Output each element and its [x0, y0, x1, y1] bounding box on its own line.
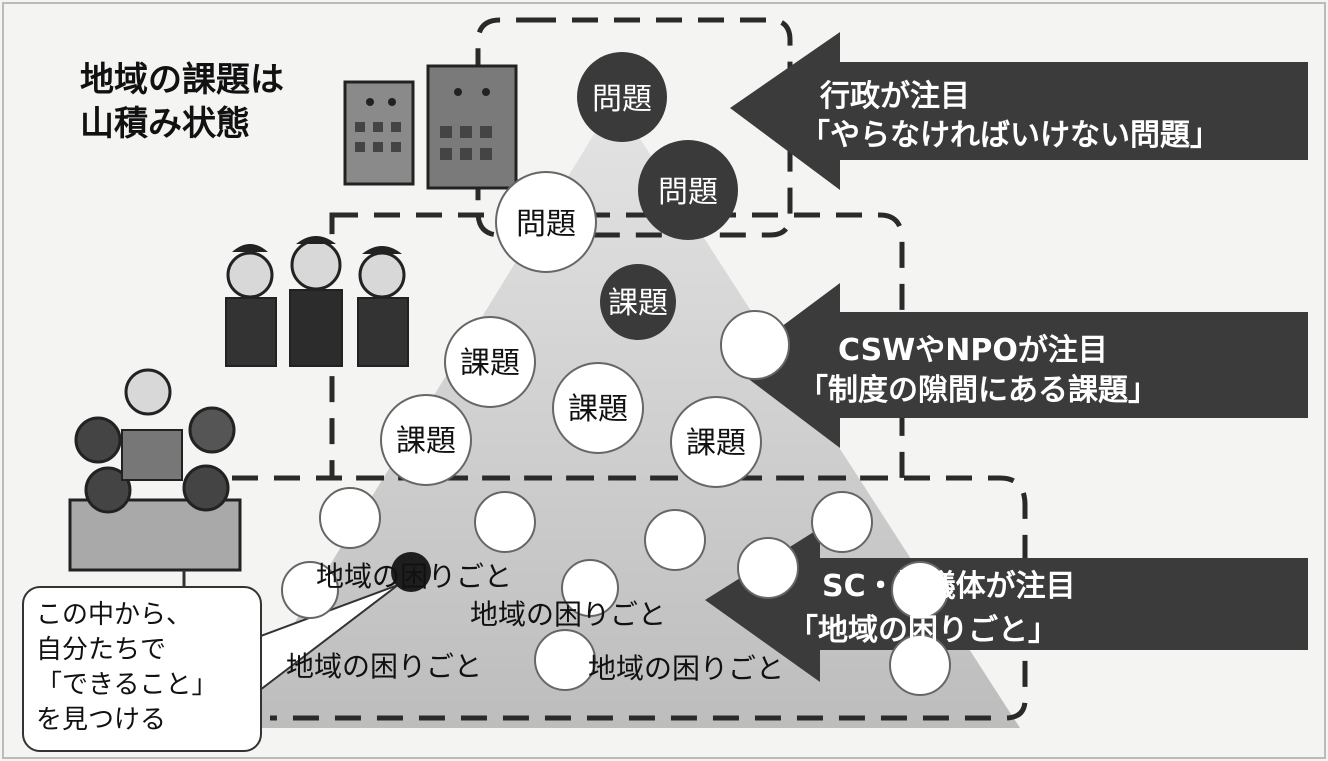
- kadai-circle: 課題: [444, 316, 536, 408]
- kadai-circle: 課題: [380, 394, 472, 486]
- arrow-sc: [705, 528, 1308, 682]
- kadai-label: 課題: [460, 346, 520, 381]
- kadai-circle: 課題: [670, 396, 762, 488]
- komarigoto-dark-circle: [391, 552, 431, 592]
- mondai-label: 問題: [516, 207, 576, 242]
- komarigoto-label: 地域の困りごと: [588, 652, 784, 685]
- arrow-administration-line2: 「やらなければいけない問題」: [800, 118, 1220, 153]
- kadai-label: 課題: [568, 392, 628, 427]
- mondai-circle: 問題: [577, 52, 667, 142]
- mondai-circle: 問題: [495, 171, 597, 273]
- mondai-circle: 問題: [638, 140, 738, 240]
- meeting-people-illustration: [68, 368, 242, 572]
- problem-zone-box: [475, 17, 793, 238]
- title-line-2: 山積み状態: [80, 104, 250, 144]
- mondai-label: 問題: [592, 82, 652, 117]
- callout-line-4: を見つける: [36, 705, 167, 735]
- arrow-csw-npo-line2: 「制度の隙間にある課題」: [798, 373, 1158, 408]
- callout-line-2: 自分たちで: [36, 635, 167, 665]
- kadai-label: 課題: [608, 286, 668, 321]
- mondai-label: 問題: [658, 175, 718, 210]
- komarigoto-label: 地域の困りごと: [286, 650, 482, 683]
- callout-line-1: この中から、: [36, 600, 193, 630]
- blank-circles: [281, 487, 951, 696]
- kadai-circle: 課題: [552, 362, 644, 454]
- arrow-administration-line1: 行政が注目: [819, 79, 970, 114]
- arrow-sc-line1: SC・協議体が注目: [822, 569, 1076, 604]
- kadai-circle: 課題: [600, 264, 676, 340]
- issue-zone-box: [329, 212, 905, 481]
- kadai-label: 課題: [396, 424, 456, 459]
- kadai-partial-circle: [720, 310, 790, 380]
- arrow-csw-npo: [730, 283, 1308, 448]
- callout-box: この中から、 自分たちで 「できること」 を見つける: [22, 586, 262, 752]
- komarigoto-label: 地域の困りごと: [316, 560, 512, 593]
- arrow-sc-line2: 「地域の困りごと」: [788, 613, 1058, 648]
- kadai-label: 課題: [686, 426, 746, 461]
- callout-line-3: 「できること」: [36, 670, 218, 700]
- diagram-title: 地域の課題は 山積み状態: [80, 58, 284, 146]
- komarigoto-label: 地域の困りごと: [470, 598, 666, 631]
- title-line-1: 地域の課題は: [80, 60, 284, 100]
- buildings-illustration: [343, 64, 518, 190]
- arrow-csw-npo-line1: CSWやNPOが注目: [838, 333, 1108, 368]
- arrow-administration: [730, 32, 1308, 190]
- business-people-illustration: [225, 236, 409, 367]
